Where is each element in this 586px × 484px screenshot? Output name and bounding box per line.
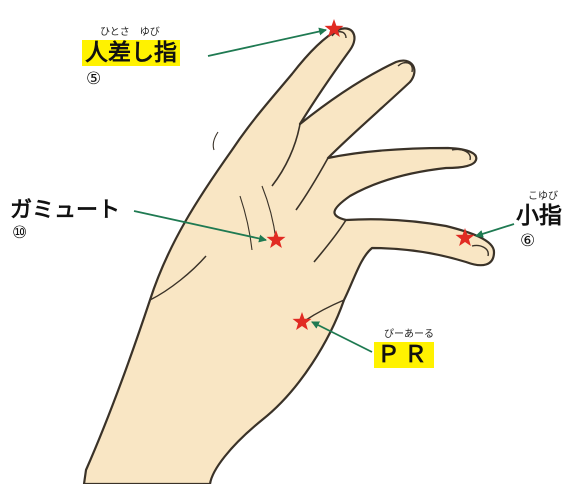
knuckle-line	[213, 132, 218, 150]
gamut-number: ⑩	[12, 224, 27, 242]
little-finger-label: こゆび 小指 ⑥	[516, 192, 582, 254]
gamut-label: ガミュート ⑩	[10, 198, 140, 246]
hand-shape	[84, 28, 494, 484]
pr-label: ぴーあーる ＰＲ	[370, 330, 450, 374]
little-finger-number: ⑥	[520, 232, 535, 250]
index-finger-ruby: ひとさ ゆび	[100, 28, 160, 38]
index-finger-label: ひとさ ゆび 人差し指 ⑤	[82, 28, 212, 92]
gamut-text: ガミュート	[10, 198, 120, 224]
little-finger-text: 小指	[516, 203, 562, 229]
little-finger-arrow	[476, 224, 514, 236]
pr-ruby: ぴーあーる	[384, 330, 434, 340]
index-finger-number: ⑤	[86, 70, 101, 88]
index-finger-arrow	[208, 30, 326, 56]
pr-text: ＰＲ	[374, 342, 434, 368]
little-finger-ruby: こゆび	[528, 192, 558, 202]
index-finger-text: 人差し指	[82, 40, 180, 66]
